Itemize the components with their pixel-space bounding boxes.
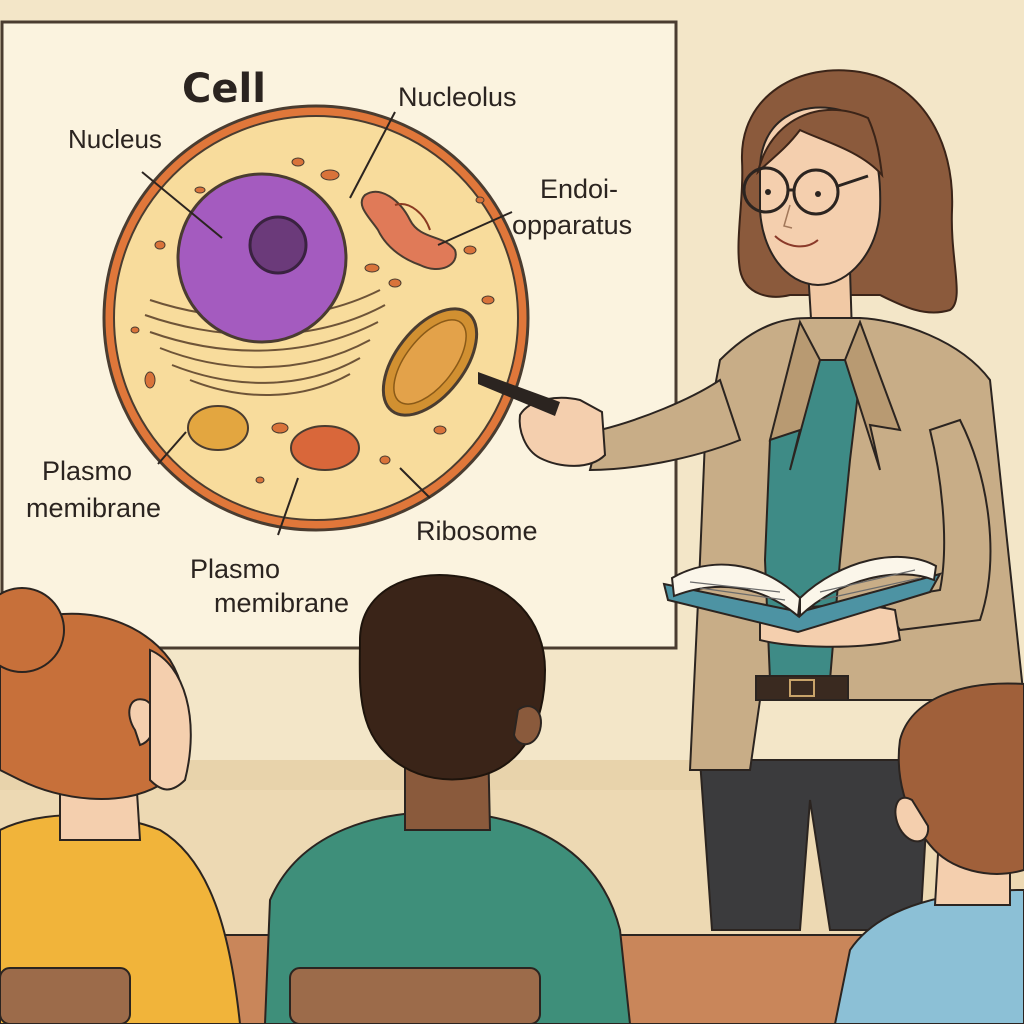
label-nucleus: Nucleus xyxy=(68,124,162,154)
student-right-ear xyxy=(894,796,930,843)
golgi-apparatus xyxy=(360,190,457,270)
label-plasma-left-line2: memibrane xyxy=(26,493,161,523)
student-middle-hair xyxy=(358,574,547,781)
cell-poster: Cell xyxy=(0,20,678,650)
student-right xyxy=(833,682,1024,1024)
student-left-ear xyxy=(128,698,157,747)
lysosome xyxy=(290,425,360,471)
glasses-icon xyxy=(742,166,869,216)
teacher-right-arm xyxy=(878,418,992,632)
chair-middle xyxy=(289,967,541,1024)
label-plasma-bottom-line1: Plasmo xyxy=(190,554,280,584)
nucleolus xyxy=(248,215,308,275)
leader-lines xyxy=(141,111,513,536)
poster-title: Cell xyxy=(182,66,266,112)
teacher-left-arm xyxy=(588,378,742,472)
endoplasmic-reticulum xyxy=(144,289,386,396)
pointer-marker xyxy=(478,372,560,416)
label-plasma-left-line1: Plasmo xyxy=(42,456,132,486)
student-middle xyxy=(263,574,632,1024)
chair-left xyxy=(0,967,131,1024)
student-left xyxy=(0,587,242,1024)
ribosome-dots xyxy=(130,157,495,484)
cell-diagram xyxy=(102,104,530,532)
label-plasma-bottom-line2: memibrane xyxy=(214,588,349,618)
label-nucleolus: Nucleolus xyxy=(398,82,517,112)
hair-bun xyxy=(0,587,65,673)
label-endo-line1: Endoi- xyxy=(540,174,618,204)
label-endo-line2: opparatus xyxy=(512,210,632,240)
teacher-smile xyxy=(774,235,819,248)
vesicle-left xyxy=(187,405,249,451)
student-middle-ear xyxy=(512,705,542,746)
open-book-icon xyxy=(662,555,943,634)
teacher xyxy=(478,69,1024,931)
label-ribosome: Ribosome xyxy=(416,516,538,546)
